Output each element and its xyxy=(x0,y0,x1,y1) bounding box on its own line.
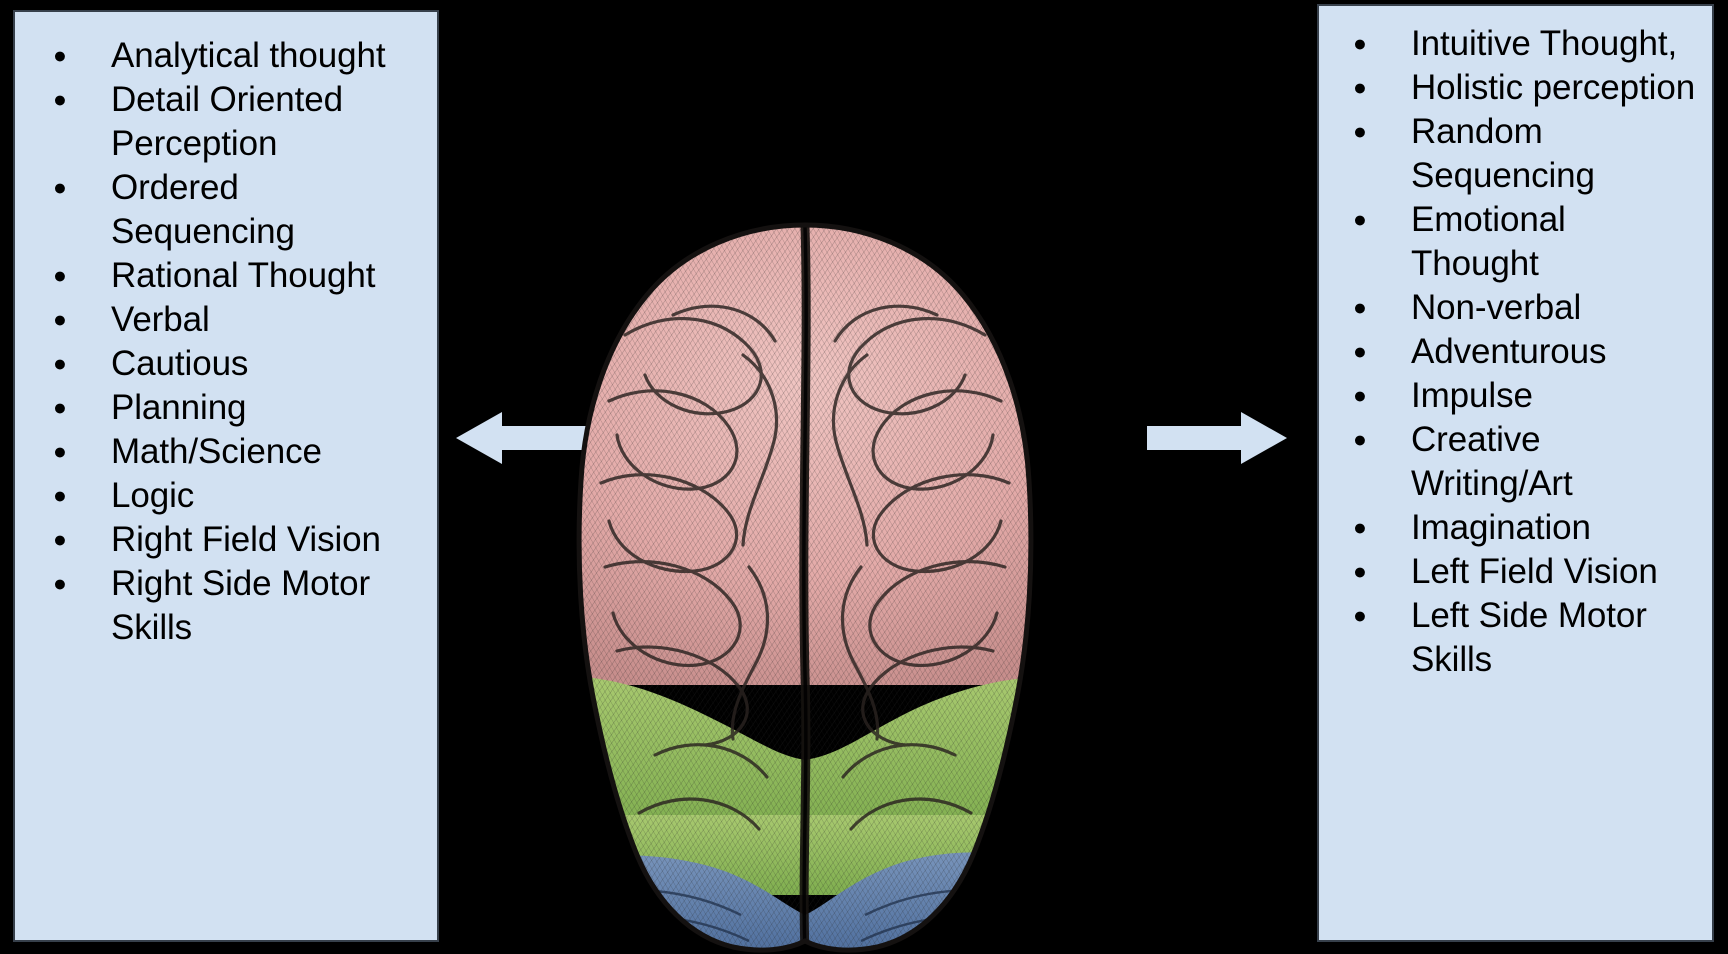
list-item: Logic xyxy=(47,473,427,518)
list-item: Detail Oriented Perception xyxy=(47,77,427,166)
list-item: Random Sequencing xyxy=(1347,109,1702,198)
list-item: Creative Writing/Art xyxy=(1347,417,1702,506)
left-hemisphere-panel: Analytical thought Detail Oriented Perce… xyxy=(13,10,439,942)
right-hemisphere-sulci xyxy=(832,304,1011,831)
right-pointing-arrow xyxy=(1147,404,1287,472)
brain-superior-view-illustration xyxy=(505,215,1105,954)
right-arrow-shape xyxy=(1147,412,1287,464)
list-item: Left Field Vision xyxy=(1347,549,1702,594)
brain-regions xyxy=(579,225,1031,951)
right-hemisphere-panel: Intuitive Thought, Holistic perception R… xyxy=(1317,4,1714,942)
left-pointing-arrow xyxy=(456,404,596,472)
left-trait-list: Analytical thought Detail Oriented Perce… xyxy=(15,12,437,650)
list-item: Math/Science xyxy=(47,429,427,474)
list-item: Imagination xyxy=(1347,505,1702,550)
list-item: Verbal xyxy=(47,297,427,342)
left-hemisphere-sulci xyxy=(599,304,778,831)
right-trait-list: Intuitive Thought, Holistic perception R… xyxy=(1319,6,1712,682)
list-item: Holistic perception xyxy=(1347,65,1702,110)
list-item: Right Side Motor Skills xyxy=(47,561,427,650)
list-item: Planning xyxy=(47,385,427,430)
list-item: Impulse xyxy=(1347,373,1702,418)
list-item: Right Field Vision xyxy=(47,517,427,562)
list-item: Analytical thought xyxy=(47,33,427,78)
left-arrow-shape xyxy=(456,412,596,464)
list-item: Cautious xyxy=(47,341,427,386)
list-item: Adventurous xyxy=(1347,329,1702,374)
list-item: Non-verbal xyxy=(1347,285,1702,330)
brain-outline xyxy=(576,222,1034,953)
list-item: Rational Thought xyxy=(47,253,427,298)
list-item: Intuitive Thought, xyxy=(1347,21,1702,66)
list-item: Emotional Thought xyxy=(1347,197,1702,286)
list-item: Ordered Sequencing xyxy=(47,165,427,254)
list-item: Left Side Motor Skills xyxy=(1347,593,1702,682)
